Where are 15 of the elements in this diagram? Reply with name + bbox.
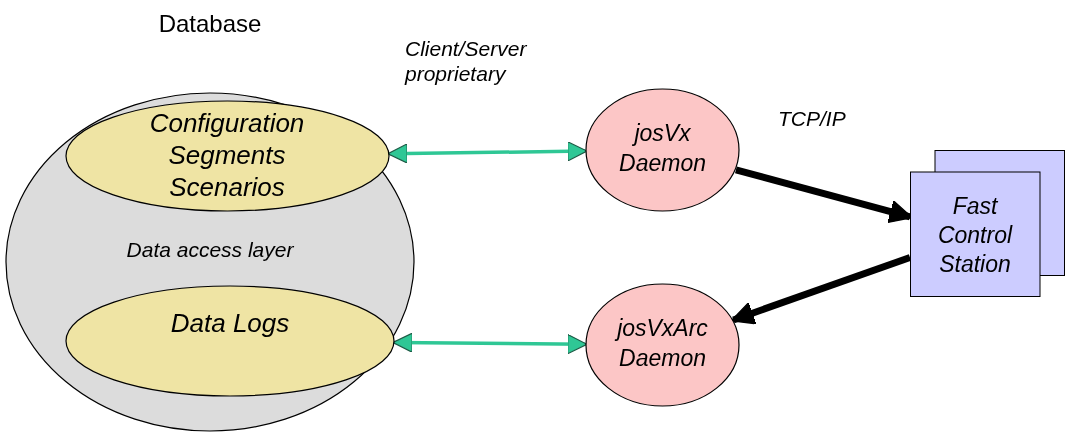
node-label: Fast Control Station [936,192,1014,279]
daemon-circle [585,283,740,407]
daemon-circle [585,88,740,212]
node-label: Configuration Segments Scenarios [148,107,306,203]
annotation: Client/Server proprietary [405,36,528,86]
node-label: Data access layer [125,237,295,263]
data-ellipse [65,100,390,212]
arrow [730,254,912,325]
station-box [910,150,1065,297]
node-label: josVx Daemon [618,119,707,178]
data-ellipse [65,285,395,397]
node-label: Data Logs [169,307,291,340]
annotation: TCP/IP [778,106,847,131]
node-label: josVxArc Daemon [590,313,735,373]
heading: Database [157,10,263,39]
